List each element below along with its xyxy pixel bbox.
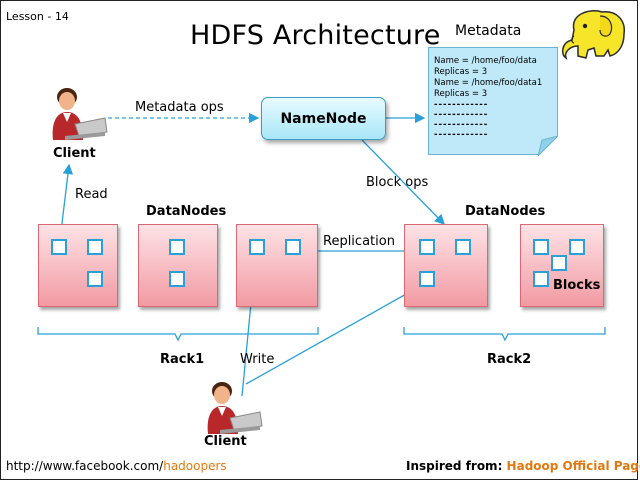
metadata-page-fold: [538, 136, 558, 156]
rack2-brace: [403, 327, 606, 342]
metadata-line: Name = /home/foo/data1: [434, 78, 543, 88]
metadata-title: Metadata: [455, 23, 522, 39]
client-user-laptop-icon: [207, 382, 263, 434]
datanode: [236, 224, 318, 307]
block-ops-label: Block ops: [366, 175, 429, 190]
data-block: [87, 239, 103, 255]
metadata-line: Replicas = 3: [434, 67, 488, 77]
client-user-laptop-icon: [52, 88, 108, 140]
data-block: [169, 271, 185, 287]
data-block: [87, 271, 103, 287]
metadata-dash-line: ------------: [434, 130, 489, 140]
rack1-brace: [37, 327, 319, 342]
data-block: [533, 271, 549, 287]
metadata-note: Name = /home/foo/data Replicas = 3 Name …: [428, 47, 558, 155]
metadata-ops-label: Metadata ops: [135, 100, 224, 115]
client-label: Client: [204, 434, 247, 449]
metadata-line: Replicas = 3: [434, 89, 488, 99]
metadata-dash-line: ------------: [434, 110, 489, 120]
data-block: [533, 239, 549, 255]
rack-label: Rack2: [487, 352, 532, 367]
data-block: [455, 239, 471, 255]
namenode-label: NameNode: [280, 110, 367, 127]
data-block: [419, 271, 435, 287]
data-block: [419, 239, 435, 255]
metadata-dash-line: ------------: [434, 100, 489, 110]
datanode: [520, 224, 604, 307]
data-block: [569, 239, 585, 255]
datanode: [38, 224, 118, 307]
blocks-label: Blocks: [553, 278, 601, 293]
data-block: [551, 255, 567, 271]
footer-url-prefix: http://www.facebook.com/: [6, 459, 164, 473]
data-block: [51, 239, 67, 255]
replication-label: Replication: [323, 234, 395, 249]
datanode: [138, 224, 218, 307]
datanodes-label: DataNodes: [465, 204, 546, 219]
metadata-dash-line: ------------: [434, 120, 489, 130]
footer-credit-link[interactable]: Hadoop Official Page: [506, 459, 640, 473]
block-ops-arrow: [361, 139, 445, 225]
data-block: [169, 239, 185, 255]
namenode-box: NameNode: [261, 97, 386, 140]
page-title: HDFS Architecture: [190, 20, 441, 51]
write-replica-arrow: [245, 283, 426, 385]
footer-url-highlight: hadoopers: [163, 459, 227, 473]
lesson-label: Lesson - 14: [6, 10, 69, 23]
footer-source-link[interactable]: http://www.facebook.com/hadoopers: [6, 459, 227, 473]
hadoop-elephant-logo: [561, 10, 625, 60]
datanodes-label: DataNodes: [146, 204, 227, 219]
metadata-line: Name = /home/foo/data: [434, 56, 537, 66]
client-label: Client: [53, 146, 96, 161]
data-block: [285, 239, 301, 255]
footer-credit: Inspired from: Hadoop Official Page: [406, 459, 640, 473]
data-block: [249, 239, 265, 255]
datanode: [404, 224, 488, 307]
read-label: Read: [75, 187, 108, 202]
footer-credit-prefix: Inspired from:: [406, 459, 507, 473]
write-label: Write: [240, 352, 275, 367]
rack-label: Rack1: [160, 352, 205, 367]
